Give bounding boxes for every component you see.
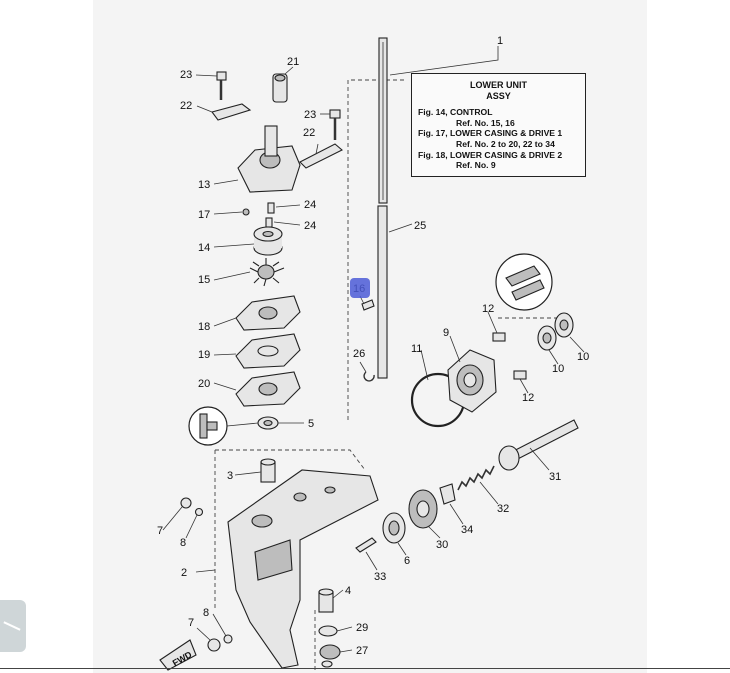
drain-plug-lower — [207, 638, 221, 652]
ref-fig-17: Fig. 17, LOWER CASING & DRIVE 1 — [418, 128, 563, 139]
callout-21: 21 — [287, 56, 299, 68]
lower-unit-label-box: LOWER UNIT ASSY Fig. 14, CONTROL Ref. No… — [411, 73, 586, 177]
pin-24b — [265, 217, 273, 228]
callout-19: 19 — [198, 349, 210, 361]
lower-casing-cap — [447, 349, 497, 413]
bolt-left — [216, 71, 227, 81]
bolt-12a — [492, 332, 506, 342]
callout-26: 26 — [353, 348, 365, 360]
bracket-left — [211, 103, 252, 121]
bracket-right — [299, 143, 343, 169]
callout-8b: 8 — [203, 607, 209, 619]
bolt-right — [329, 109, 341, 119]
callout-24a: 24 — [304, 199, 316, 211]
callout-6: 6 — [404, 555, 410, 567]
callout-1: 1 — [497, 35, 503, 47]
callout-13: 13 — [198, 179, 210, 191]
pinion-gear — [319, 644, 341, 660]
callout-25: 25 — [414, 220, 426, 232]
callout-11: 11 — [411, 343, 422, 355]
callout-24b: 24 — [304, 220, 316, 232]
callout-22a: 22 — [180, 100, 192, 112]
ref-no-18: Ref. No. 9 — [456, 160, 496, 171]
callout-18: 18 — [198, 321, 210, 333]
callout-12a: 12 — [482, 303, 494, 315]
callout-34: 34 — [461, 524, 473, 536]
callout-23a: 23 — [180, 69, 192, 81]
callout-32: 32 — [497, 503, 509, 515]
callout-14: 14 — [198, 242, 210, 254]
callout-10a: 10 — [552, 363, 564, 375]
pin-24a — [267, 202, 275, 214]
shift-plunger — [361, 299, 375, 311]
callout-27: 27 — [356, 645, 368, 657]
callout-12b: 12 — [522, 392, 534, 404]
ref-no-14: Ref. No. 15, 16 — [456, 117, 515, 128]
callout-8a: 8 — [180, 537, 186, 549]
callout-30: 30 — [436, 539, 448, 551]
callout-23b: 23 — [304, 109, 316, 121]
callout-20: 20 — [198, 378, 210, 390]
gasket-upper — [194, 507, 204, 517]
spring-32 — [457, 465, 495, 491]
callout-2: 2 — [181, 567, 187, 579]
callout-31: 31 — [549, 471, 561, 483]
label-subtitle: ASSY — [486, 90, 511, 101]
callout-4: 4 — [345, 585, 351, 597]
ref-fig-18: Fig. 18, LOWER CASING & DRIVE 2 — [418, 149, 563, 160]
callout-5: 5 — [308, 418, 314, 430]
seal-detail-circle-2 — [495, 253, 553, 311]
callout-3: 3 — [227, 470, 233, 482]
callout-17: 17 — [198, 209, 210, 221]
pump-housing-tube — [264, 125, 278, 157]
bolt-12b — [513, 370, 527, 380]
drain-plug-upper — [180, 497, 192, 509]
callout-29: 29 — [356, 622, 368, 634]
callout-33: 33 — [374, 571, 386, 583]
ref-fig-14: Fig. 14, CONTROL — [418, 107, 493, 118]
grommet — [272, 73, 288, 103]
bottom-divider — [0, 668, 730, 669]
callout-22b: 22 — [303, 127, 315, 139]
fwd-arrow — [159, 639, 197, 671]
pin-33 — [355, 537, 377, 553]
washer-29 — [318, 625, 338, 637]
casing-vent — [254, 539, 293, 581]
shift-assembly-frame — [347, 79, 404, 420]
callout-15: 15 — [198, 274, 210, 286]
shift-rod — [377, 205, 388, 379]
label-title: LOWER UNIT — [470, 80, 527, 90]
callout-7a: 7 — [157, 525, 163, 537]
callout-7b: 7 — [188, 617, 194, 629]
pump-housing — [237, 145, 301, 193]
side-collapse-tab[interactable] — [0, 600, 26, 652]
selected-callout-highlight[interactable] — [350, 278, 370, 298]
clip-26 — [363, 371, 375, 382]
impeller — [249, 258, 285, 287]
callout-9: 9 — [443, 327, 449, 339]
dowel-17 — [242, 208, 250, 216]
gasket-lower — [223, 634, 233, 644]
ref-no-17: Ref. No. 2 to 20, 22 to 34 — [456, 138, 555, 149]
clutch-dog — [439, 483, 456, 505]
callout-10b: 10 — [577, 351, 589, 363]
casing-frame-top — [215, 449, 366, 471]
